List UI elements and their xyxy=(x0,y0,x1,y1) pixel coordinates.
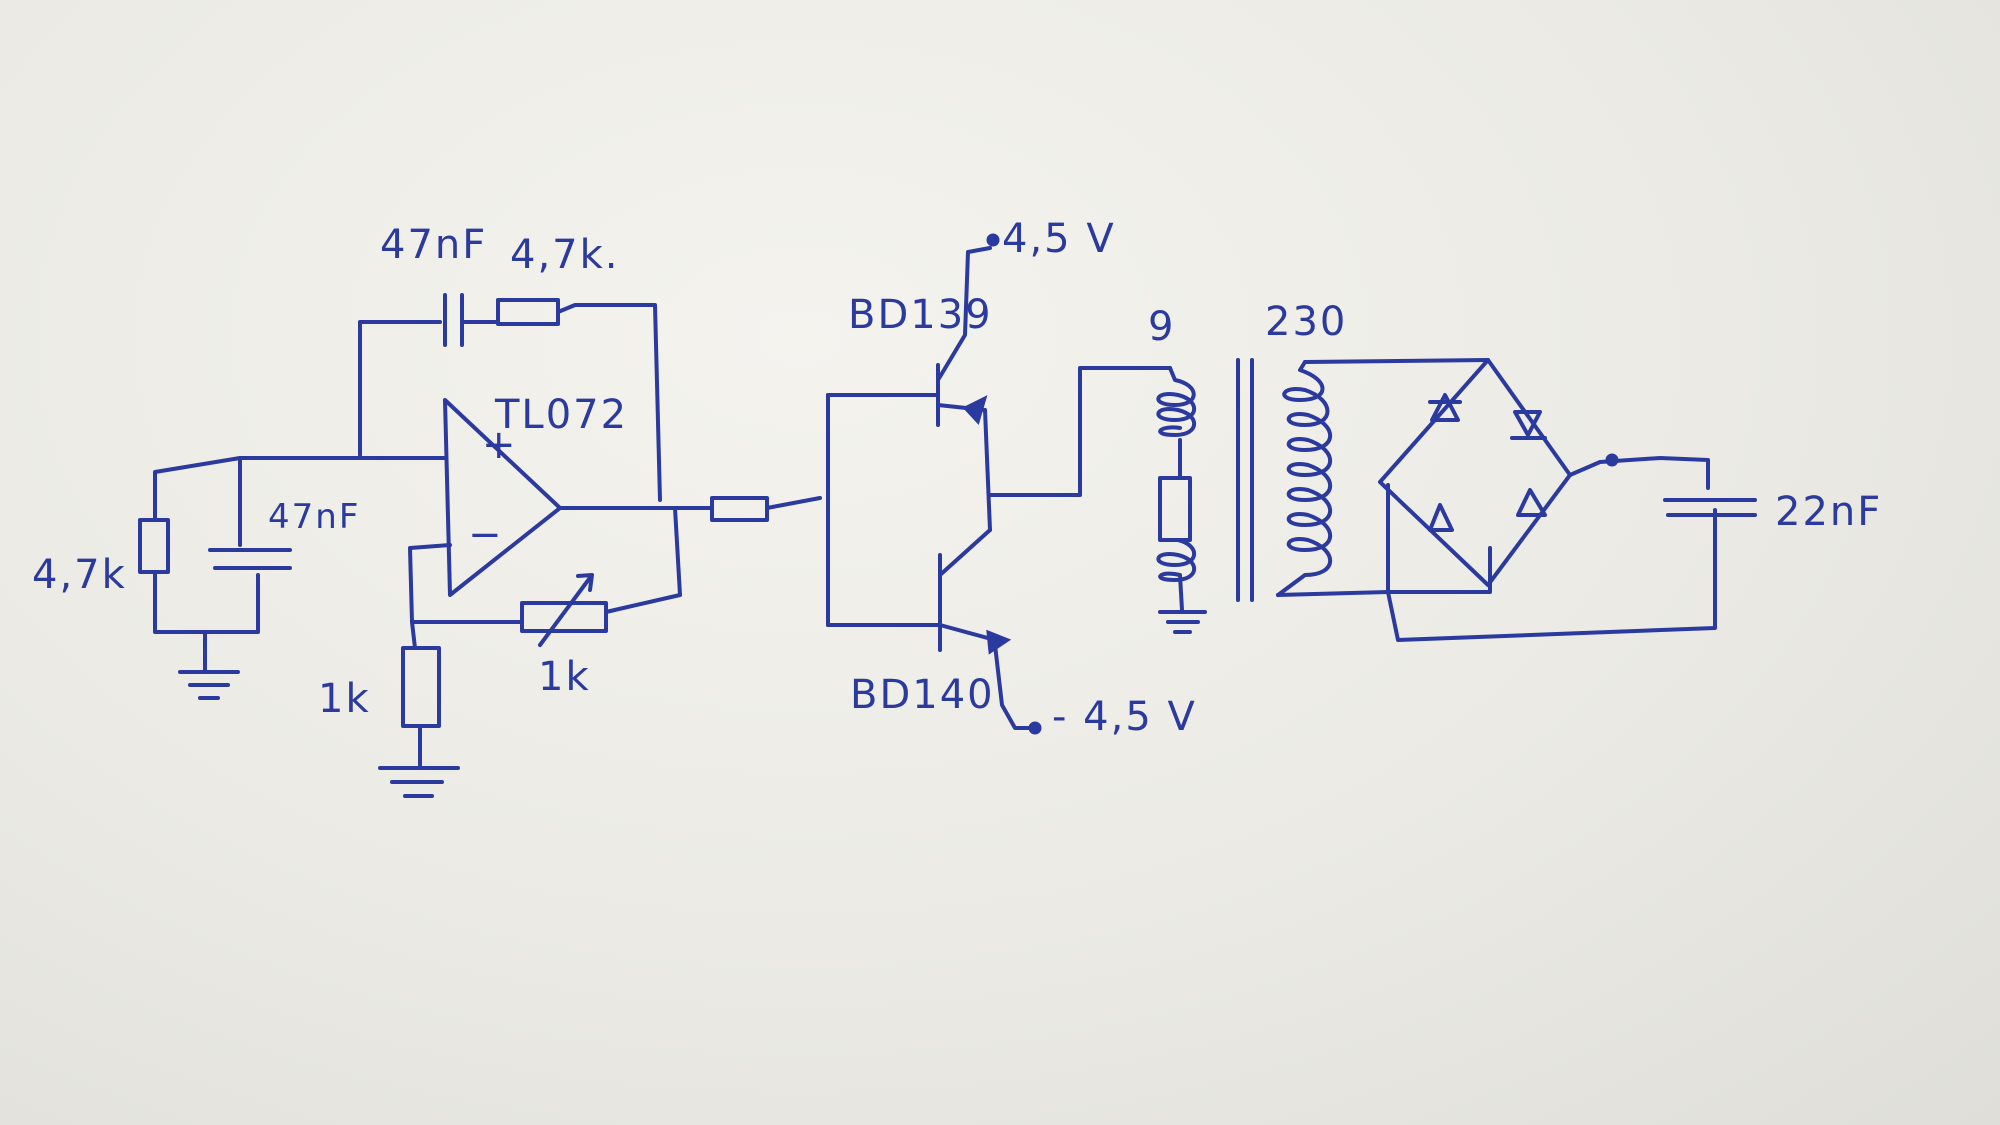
label-transistor-bottom: BD140 xyxy=(850,672,995,718)
bd139-collector xyxy=(936,246,992,382)
label-feedback-capacitor: 47nF xyxy=(380,222,487,268)
label-v-neg: - 4,5 V xyxy=(1052,694,1197,740)
output-capacitor xyxy=(1663,498,1757,517)
label-input-resistor: 4,7k xyxy=(32,552,127,598)
v-neg-terminal xyxy=(1028,721,1042,735)
diode-3 xyxy=(1428,503,1454,532)
label-transistor-top: BD139 xyxy=(848,292,993,338)
bridge-rectifier xyxy=(1378,358,1717,642)
label-output-capacitor: 22nF xyxy=(1775,489,1882,535)
diode-4 xyxy=(1516,488,1547,517)
feedback-network xyxy=(358,293,662,502)
bd140-emitter-arrow xyxy=(986,629,1012,655)
label-opamp: TL072 xyxy=(494,392,628,438)
label-v-pos: 4,5 V xyxy=(1002,216,1116,262)
opamp-minus-label: − xyxy=(468,512,504,558)
label-input-capacitor: 47nF xyxy=(268,497,360,537)
diode-2 xyxy=(1510,410,1547,440)
opamp-plus-label: + xyxy=(482,422,518,468)
label-feedback-resistor: 4,7k. xyxy=(510,232,620,278)
label-primary: 9 xyxy=(1148,304,1175,350)
transformer xyxy=(1156,358,1490,634)
opamp-tl072: + − xyxy=(443,398,677,597)
gain-network xyxy=(378,506,682,798)
label-ground-resistor: 1k xyxy=(318,676,371,722)
diode-1 xyxy=(1428,393,1462,422)
label-secondary: 230 xyxy=(1265,299,1347,345)
v-pos-terminal xyxy=(986,233,1000,247)
label-potentiometer: 1k xyxy=(538,654,591,700)
coupling-resistor xyxy=(673,496,822,522)
push-pull-stage xyxy=(826,233,1172,735)
input-network xyxy=(138,456,447,700)
bd139-emitter-arrow xyxy=(962,395,988,425)
